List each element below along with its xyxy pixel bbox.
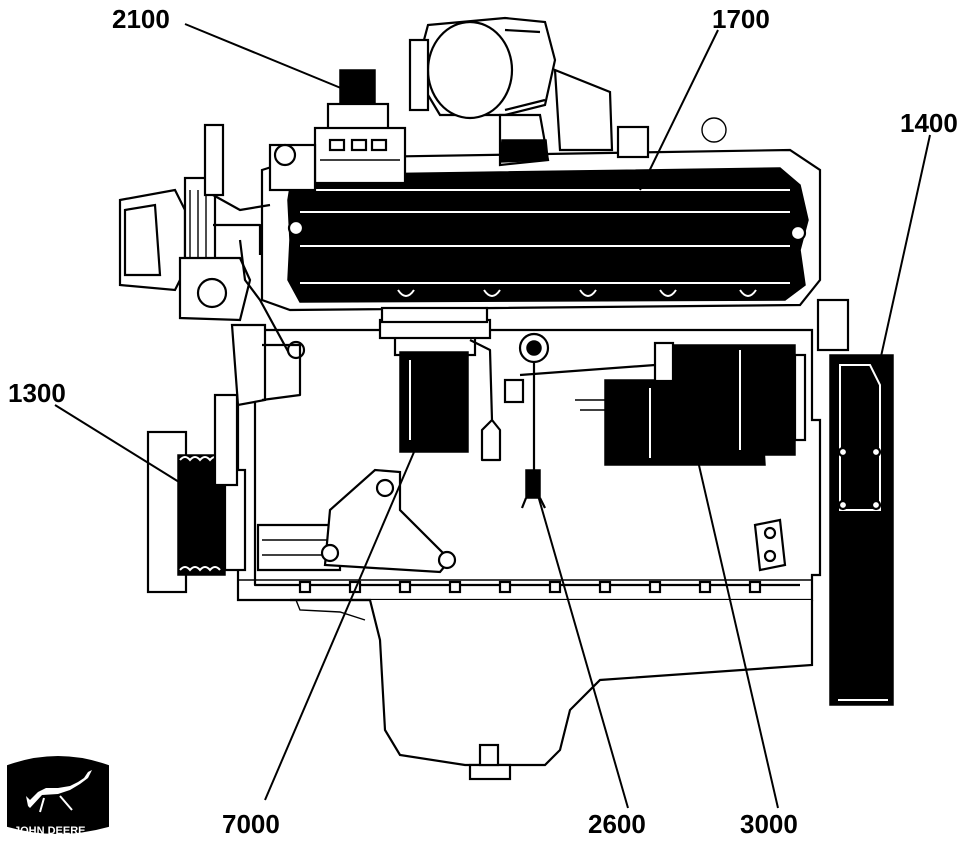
flywheel-housing [816, 298, 894, 706]
leader-3000 [691, 434, 779, 809]
callout-1400: 1400 [900, 108, 958, 138]
dipstick-tube [503, 332, 656, 509]
leader-1400 [877, 134, 931, 371]
engine-mount-bracket [320, 468, 787, 574]
leader-2100 [184, 23, 371, 101]
crankshaft-damper [146, 430, 247, 594]
callout-7000: 7000 [222, 809, 280, 839]
leader-2600 [534, 484, 629, 809]
oil-pan [290, 598, 814, 781]
rocker-arm-cover [260, 148, 822, 312]
leader-lines [54, 23, 931, 809]
deer-icon [26, 770, 92, 808]
callout-2600: 2600 [588, 809, 646, 839]
brand-text: JOHN DEERE [14, 825, 86, 837]
john-deere-logo: JOHN DEERE [7, 756, 109, 837]
fuel-injection-pump [268, 69, 407, 192]
callout-1700: 1700 [712, 4, 770, 34]
callout-3000: 3000 [740, 809, 798, 839]
cover-bosses [397, 289, 757, 297]
front-accessories [118, 123, 306, 360]
starter-motor [575, 341, 807, 466]
oil-filter [378, 306, 502, 462]
callout-2100: 2100 [112, 4, 170, 34]
leader-1300 [54, 404, 209, 501]
bottom-bolts [298, 580, 762, 594]
callout-1300: 1300 [8, 378, 66, 408]
callout-labels: 2100 1700 1400 1300 7000 2600 3000 [8, 4, 958, 839]
turbocharger [408, 16, 727, 167]
leader-1700 [639, 29, 719, 191]
timing-cover [213, 323, 342, 572]
leader-7000 [264, 409, 433, 801]
